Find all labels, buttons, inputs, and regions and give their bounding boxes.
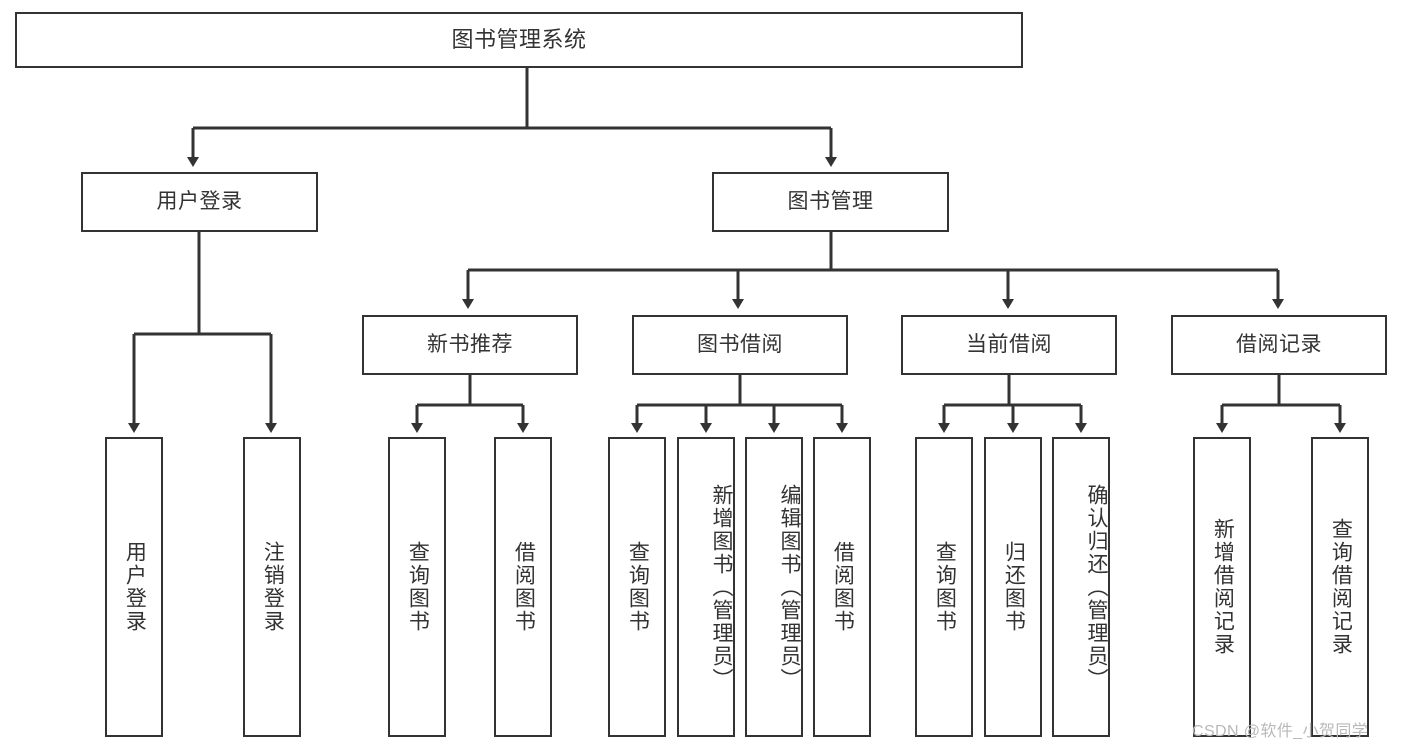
node-root-system[interactable]: 图书管理系统 xyxy=(15,12,1023,68)
node-leaf-borrow-book-b[interactable]: 借阅图书 xyxy=(813,437,871,737)
node-leaf-query-book-a[interactable]: 查询图书 xyxy=(388,437,446,737)
node-leaf-edit-book[interactable]: 编辑图书（管理员） xyxy=(745,437,803,737)
node-leaf-add-book[interactable]: 新增图书（管理员） xyxy=(677,437,735,737)
node-leaf-borrow-book-a[interactable]: 借阅图书 xyxy=(494,437,552,737)
node-current-borrow[interactable]: 当前借阅 xyxy=(901,315,1117,375)
node-leaf-add-record[interactable]: 新增借阅记录 xyxy=(1193,437,1251,737)
node-leaf-user-login[interactable]: 用户登录 xyxy=(105,437,163,737)
node-leaf-confirm-return[interactable]: 确认归还（管理员） xyxy=(1052,437,1110,737)
node-new-book-recommend[interactable]: 新书推荐 xyxy=(362,315,578,375)
node-leaf-return-book[interactable]: 归还图书 xyxy=(984,437,1042,737)
csdn-watermark: CSDN @软件_小贺同学 xyxy=(1192,723,1369,740)
node-book-manage[interactable]: 图书管理 xyxy=(712,172,949,232)
node-user-login[interactable]: 用户登录 xyxy=(81,172,318,232)
node-leaf-query-record[interactable]: 查询借阅记录 xyxy=(1311,437,1369,737)
node-leaf-logout[interactable]: 注销登录 xyxy=(243,437,301,737)
node-leaf-query-book-b[interactable]: 查询图书 xyxy=(608,437,666,737)
node-borrow-record[interactable]: 借阅记录 xyxy=(1171,315,1387,375)
node-book-borrow[interactable]: 图书借阅 xyxy=(632,315,848,375)
node-leaf-query-book-c[interactable]: 查询图书 xyxy=(915,437,973,737)
